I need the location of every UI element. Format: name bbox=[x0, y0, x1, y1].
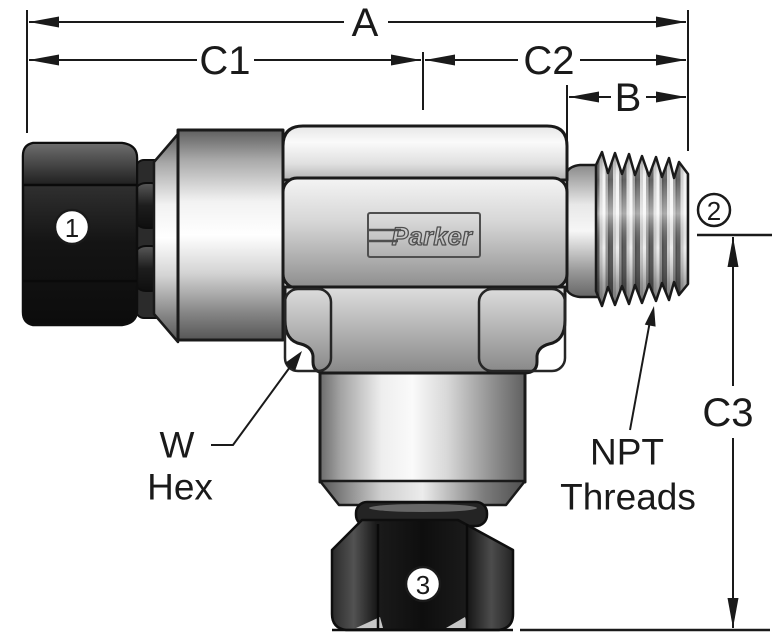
leader-line bbox=[211, 366, 291, 446]
npt-label: NPT bbox=[590, 432, 664, 473]
port-3-circle bbox=[404, 565, 442, 603]
shoulder-facet-left bbox=[283, 287, 333, 373]
bottom-taper bbox=[318, 479, 527, 507]
dim-c2: C2 bbox=[425, 39, 686, 83]
dim-a-label: A bbox=[352, 1, 379, 45]
bottom-branch bbox=[318, 371, 527, 632]
logo-frame bbox=[367, 212, 481, 258]
dim-a: A bbox=[29, 1, 686, 45]
parker-logo: Parker bbox=[367, 212, 481, 258]
shoulder-facet-right bbox=[477, 287, 567, 373]
bottom-cylinder bbox=[318, 371, 527, 484]
fitting-illustration: Parker bbox=[21, 124, 690, 632]
arrowhead bbox=[29, 54, 59, 66]
leader-arrowhead bbox=[644, 306, 656, 327]
sleeve-cone bbox=[152, 132, 180, 344]
logo-text: Parker bbox=[392, 223, 474, 251]
sleeve-cylinder bbox=[176, 128, 285, 342]
leader-arrowhead bbox=[285, 351, 302, 371]
body-top-cap bbox=[281, 124, 569, 182]
bottom-ring-sheen bbox=[369, 504, 477, 512]
thread-neck bbox=[565, 163, 600, 299]
leader-line bbox=[629, 320, 651, 431]
port-3-number: 3 bbox=[416, 570, 430, 600]
w-label: W bbox=[160, 425, 195, 466]
arrowhead bbox=[727, 237, 739, 267]
callout-npt-threads: NPT Threads bbox=[560, 306, 696, 518]
dim-b-label: B bbox=[615, 76, 642, 120]
thread-outline bbox=[594, 150, 690, 308]
extension-lines bbox=[26, 10, 772, 632]
nut-bottom-highlight bbox=[446, 617, 468, 628]
dimension-layer: A C1 C2 B C3 bbox=[26, 1, 772, 632]
port-2-number: 2 bbox=[707, 196, 721, 226]
arrowhead bbox=[656, 91, 686, 103]
port-1-circle bbox=[53, 208, 91, 246]
nut-top-facet bbox=[22, 142, 138, 186]
threads-label: Threads bbox=[560, 477, 696, 518]
arrowhead bbox=[656, 16, 686, 28]
hex-label: Hex bbox=[147, 467, 213, 508]
dim-c3-label: C3 bbox=[702, 391, 753, 435]
npt-thread-end bbox=[565, 150, 690, 308]
arrowhead bbox=[727, 598, 739, 628]
dim-c2-label: C2 bbox=[523, 39, 574, 83]
dim-c3: C3 bbox=[702, 237, 754, 628]
arrowhead bbox=[569, 91, 599, 103]
port-balloons: 1 2 3 bbox=[53, 192, 732, 603]
arrowhead bbox=[656, 54, 686, 66]
dim-c1-label: C1 bbox=[199, 39, 250, 83]
dim-c1: C1 bbox=[29, 39, 421, 83]
port-1-number: 1 bbox=[65, 213, 79, 243]
arrowhead bbox=[425, 54, 455, 66]
arrowhead bbox=[391, 54, 421, 66]
nut-bottom-highlight bbox=[356, 617, 383, 628]
body-shoulder-hex bbox=[283, 285, 567, 375]
port-2-circle bbox=[696, 192, 732, 228]
arrowhead bbox=[29, 16, 59, 28]
dim-b: B bbox=[569, 76, 686, 120]
callout-w-hex: W Hex bbox=[147, 351, 302, 508]
